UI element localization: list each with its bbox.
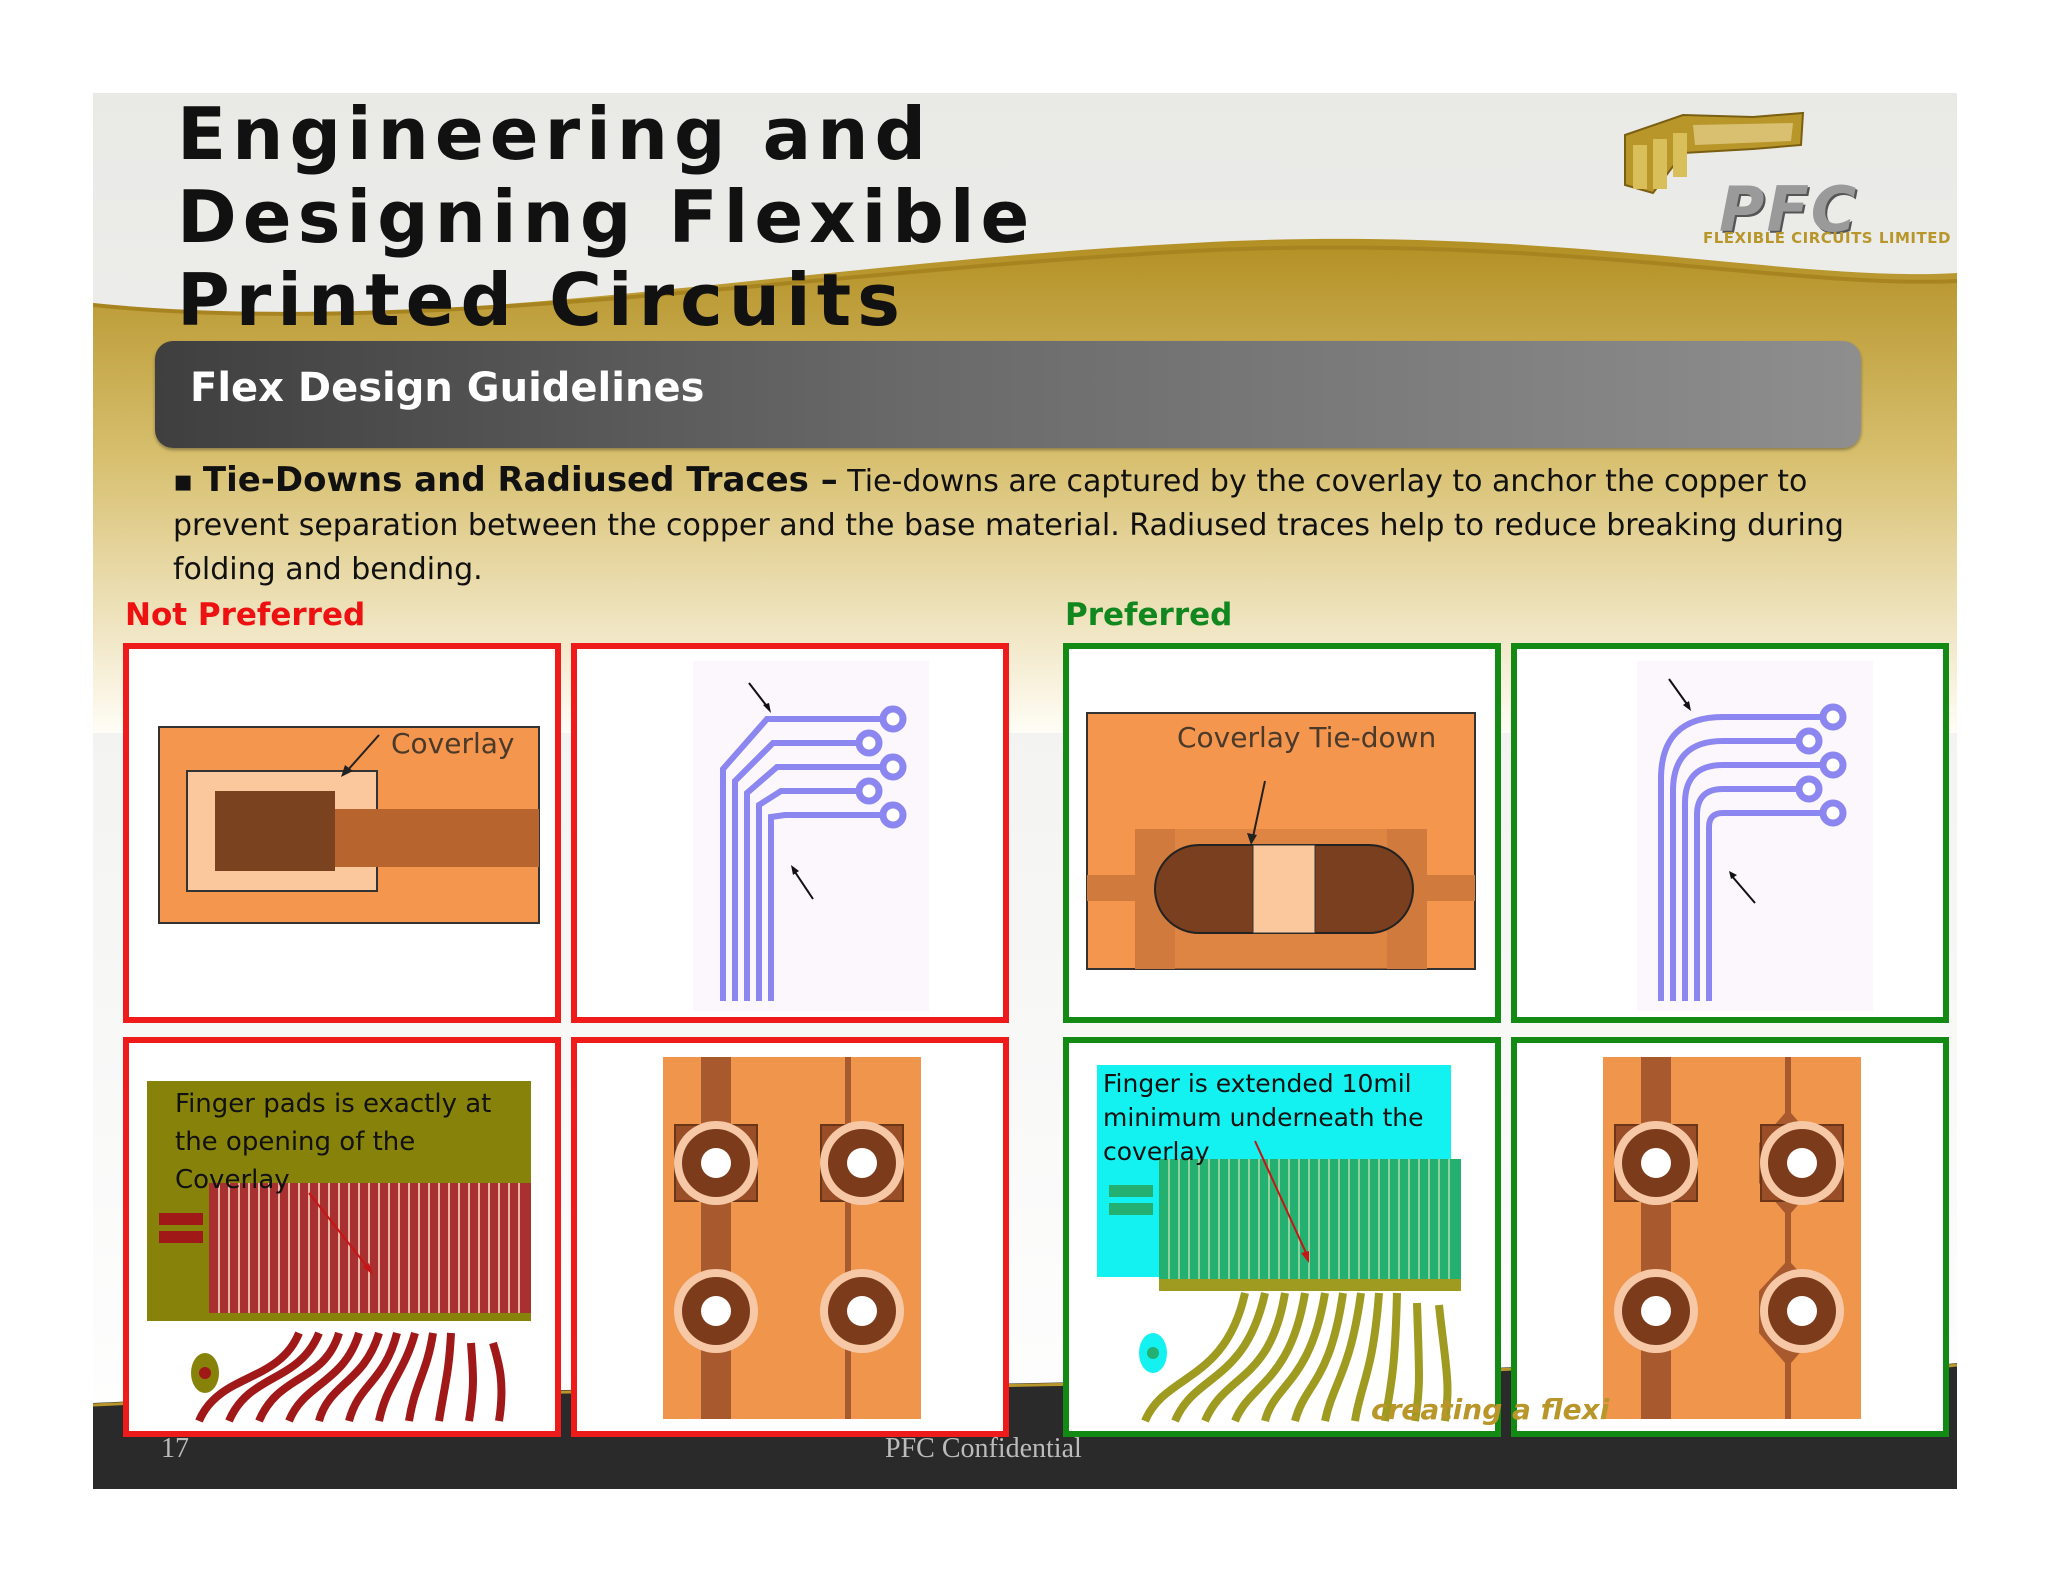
radiused-traces-illustration: [1637, 661, 1873, 1011]
panel-pads-not-preferred: [571, 1037, 1009, 1437]
logo-subtitle: FLEXIBLE CIRCUITS LIMITED: [1703, 229, 1951, 247]
paragraph-body: Tie-downs are captured by the coverlay t…: [173, 464, 1844, 587]
title-line-3: Printed Circuits: [177, 258, 906, 342]
panel-pads-preferred: [1511, 1037, 1949, 1437]
finger-pads-not-preferred-illustration: [147, 1081, 531, 1423]
title-line-2: Designing Flexible: [177, 175, 1036, 259]
coverlay-tiedown-illustration: [1086, 712, 1476, 970]
panel-coverlay-preferred: Coverlay Tie-down: [1063, 643, 1501, 1023]
pads-without-tiedown-illustration: [663, 1057, 921, 1419]
panel-radiused-traces: [1511, 643, 1949, 1023]
panel-fingers-preferred: Finger is extended 10mil minimum underne…: [1063, 1037, 1501, 1437]
preferred-label: Preferred: [1065, 597, 1233, 633]
panel-sharp-traces: [571, 643, 1009, 1023]
section-title: Flex Design Guidelines: [190, 365, 705, 411]
paragraph-lead: Tie-Downs and Radiused Traces –: [202, 460, 838, 500]
pads-with-tiedown-illustration: [1603, 1057, 1861, 1419]
finger-not-preferred-note: Finger pads is exactly at the opening of…: [175, 1089, 492, 1195]
panel-fingers-not-preferred: Finger pads is exactly at the opening of…: [123, 1037, 561, 1437]
company-logo: PFC FLEXIBLE CIRCUITS LIMITED: [1623, 105, 1953, 255]
coverlay-label: Coverlay: [391, 727, 515, 760]
section-band: Flex Design Guidelines: [155, 341, 1861, 448]
coverlay-tiedown-label: Coverlay Tie-down: [1177, 721, 1437, 754]
bullet-icon: ▪: [173, 464, 194, 499]
coverlay-pad-illustration: [158, 726, 540, 924]
footer-slogan: creating a flexi: [1371, 1393, 1610, 1426]
not-preferred-label: Not Preferred: [125, 597, 366, 633]
description-paragraph: ▪ Tie-Downs and Radiused Traces – Tie-do…: [173, 458, 1873, 592]
page-title: Engineering and Designing Flexible Print…: [177, 93, 1035, 342]
finger-pads-preferred-illustration: [1097, 1065, 1461, 1423]
panel-coverlay-not-preferred: Coverlay: [123, 643, 561, 1023]
logo-building-icon: [1624, 111, 1805, 195]
title-line-1: Engineering and: [177, 93, 933, 176]
footer-confidential: PFC Confidential: [885, 1433, 1082, 1464]
sharp-traces-illustration: [693, 661, 929, 1011]
logo-name: PFC: [1719, 173, 1859, 246]
finger-preferred-note: Finger is extended 10mil minimum underne…: [1103, 1069, 1424, 1166]
page-number: 17: [161, 1433, 189, 1464]
slide: PFC FLEXIBLE CIRCUITS LIMITED Engineerin…: [93, 93, 1957, 1489]
